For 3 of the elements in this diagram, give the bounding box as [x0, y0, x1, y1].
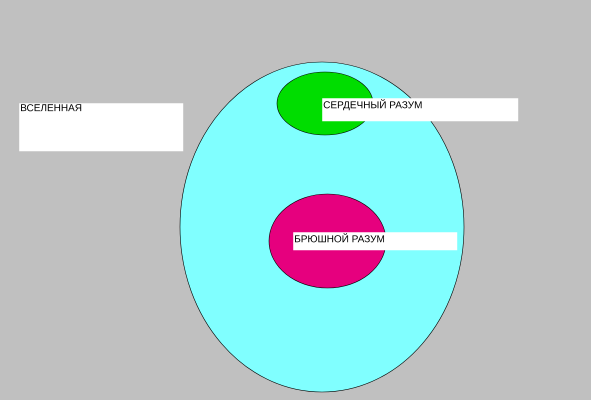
- label-box: БРЮШНОЙ РАЗУМ: [293, 232, 458, 250]
- label-box: ВСЕЛЕННАЯ: [19, 103, 184, 152]
- label-box: СЕРДЕЧНЫЙ РАЗУМ: [322, 98, 518, 122]
